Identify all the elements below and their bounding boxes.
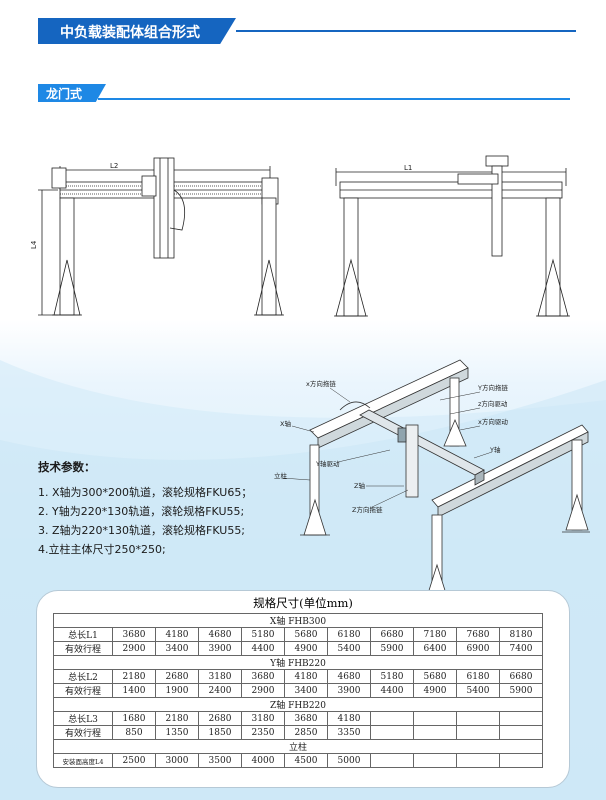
label-z-drag: Z方向拖链 xyxy=(352,505,383,514)
label-y-drive: Y轴驱动 xyxy=(315,459,340,468)
header-banner: 中负载装配体组合形式 xyxy=(0,18,606,44)
side-view-drawing: L1 xyxy=(334,155,570,317)
section-bar xyxy=(38,84,106,102)
label-y-drag: Y方向拖链 xyxy=(477,383,508,392)
front-view-drawing: L2 L4 xyxy=(30,157,284,316)
table-group-header: Z轴 FHB220 xyxy=(53,697,543,712)
table-group-header: 立柱 xyxy=(53,739,543,754)
label-x-drive: x方向驱动 xyxy=(478,417,508,426)
label-z-drive: z方向驱动 xyxy=(478,399,508,408)
header-bar xyxy=(38,18,236,44)
isometric-drawing: x方向拖链 Y方向拖链 z方向驱动 x方向驱动 X轴 Y轴 Y轴驱动 立柱 Z轴… xyxy=(274,359,590,603)
params-item: 2. Y轴为220*130轨道，滚轮规格FKU55; xyxy=(38,505,245,518)
section-title: 龙门式 xyxy=(46,87,83,101)
section-rule xyxy=(98,98,570,100)
label-x-axis: X轴 xyxy=(280,419,291,428)
page-title: 中负载装配体组合形式 xyxy=(60,25,200,41)
dim-l2-label: L2 xyxy=(110,162,118,170)
label-y-axis: Y轴 xyxy=(489,445,501,454)
table-group-header: X轴 FHB300 xyxy=(53,613,543,628)
params-item: 1. X轴为300*200轨道，滚轮规格FKU65； xyxy=(38,486,253,499)
tech-params: 技术参数： 1. X轴为300*200轨道，滚轮规格FKU65； 2. Y轴为2… xyxy=(38,458,252,559)
label-z-axis: Z轴 xyxy=(354,481,365,490)
table-group-header: Y轴 FHB220 xyxy=(53,655,543,670)
params-item: 3. Z轴为220*130轨道，滚轮规格FKU55; xyxy=(38,524,246,537)
params-heading: 技术参数： xyxy=(38,460,96,474)
params-item: 4.立柱主体尺寸250*250; xyxy=(38,543,166,556)
dim-l1-label: L1 xyxy=(404,164,412,172)
header-rule xyxy=(236,30,576,32)
label-x-drag: x方向拖链 xyxy=(306,379,336,388)
dim-l4-label: L4 xyxy=(30,240,38,249)
section-header: 龙门式 xyxy=(38,84,570,102)
spec-table-title: 规格尺寸(单位mm) xyxy=(253,596,353,610)
label-column: 立柱 xyxy=(274,471,288,480)
